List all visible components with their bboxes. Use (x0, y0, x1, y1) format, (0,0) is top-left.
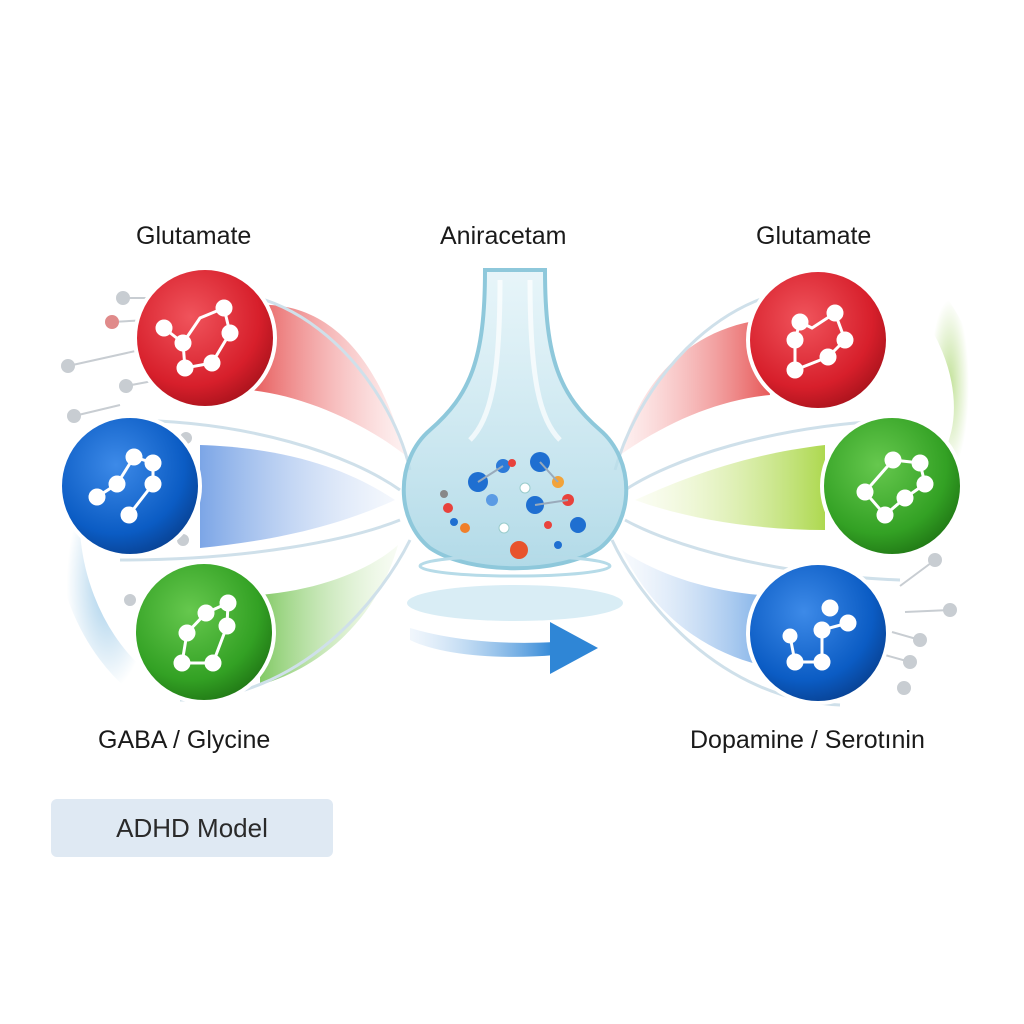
funnel-body (401, 268, 629, 571)
arrow-head (550, 622, 598, 674)
molecule-icon (88, 448, 162, 524)
red-sweep-left (250, 304, 405, 455)
right-bottom-serotonin-node (746, 561, 890, 705)
molecule-icon (782, 599, 857, 671)
molecule-particles (440, 452, 586, 559)
left-mid-gaba-node (58, 414, 202, 558)
funnel-inner-highlight (468, 279, 562, 442)
molecule-icon (786, 304, 854, 379)
arrow-right-icon (410, 622, 598, 674)
adhd-model-badge: ADHD Model (51, 799, 333, 857)
red-sweep-right (620, 320, 770, 455)
arrow-shaft (410, 628, 555, 657)
molecule-icon (856, 451, 934, 524)
right-outline-curves (610, 286, 901, 707)
synapse-funnel-icon (401, 268, 629, 621)
funnel-pool (407, 585, 623, 621)
blue-sweep-right (622, 550, 760, 665)
green-sweep-left (260, 545, 398, 685)
adhd-model-label: ADHD Model (116, 812, 268, 843)
dopamine-serotonin-label: Dopamine / Serotınin (690, 726, 925, 754)
right-top-glutamate-node (746, 268, 890, 412)
right-flow-sweeps (610, 285, 984, 707)
blue-sweep-left (200, 445, 395, 548)
glutamate-left-label: Glutamate (136, 222, 252, 250)
left-top-glutamate-node (133, 266, 277, 410)
left-node-decorations (61, 291, 192, 606)
glutamate-right-label: Glutamate (756, 222, 872, 250)
right-glow-arc (915, 285, 984, 485)
left-bottom-glycine-node (132, 560, 276, 704)
green-sweep-right (635, 445, 825, 530)
aniracetam-label: Aniracetam (440, 222, 567, 250)
molecule-icon (155, 299, 239, 377)
right-mid-dopamine-node (820, 414, 964, 558)
molecule-icon (173, 594, 237, 672)
gaba-glycine-label: GABA / Glycine (98, 726, 271, 754)
left-outline-curves (119, 290, 412, 702)
